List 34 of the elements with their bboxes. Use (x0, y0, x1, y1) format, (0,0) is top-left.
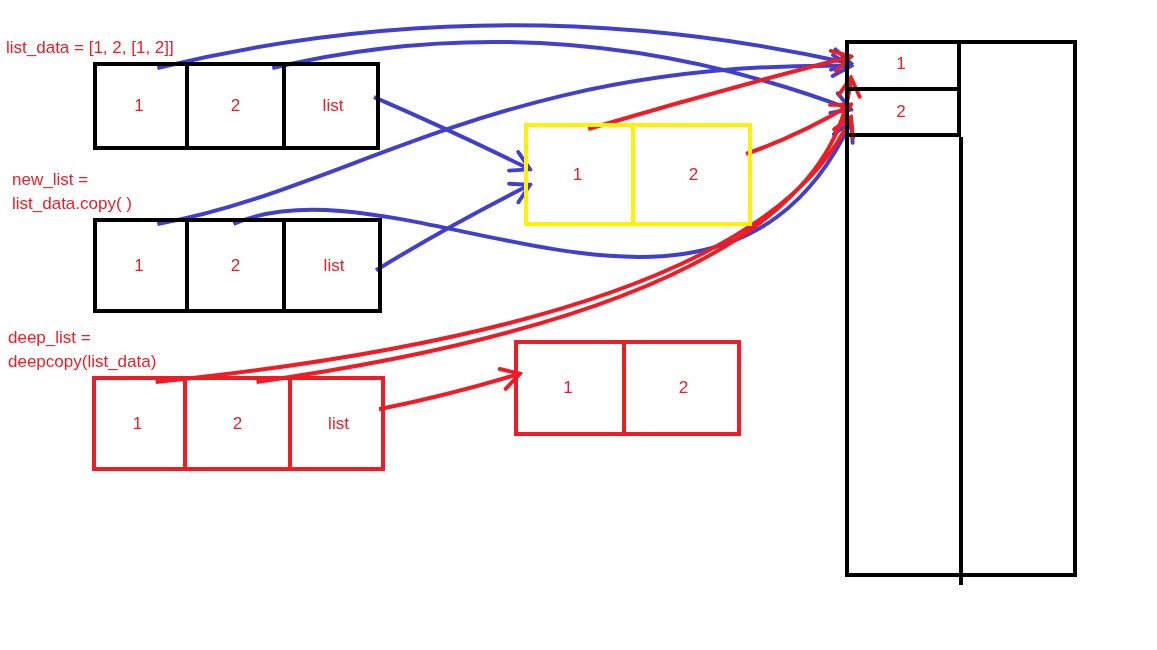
list-box (92, 376, 385, 471)
list-box (514, 340, 741, 436)
arrow (155, 115, 853, 384)
cell-value: 2 (230, 96, 241, 116)
cell-value: 2 (896, 102, 906, 122)
arrow (587, 48, 853, 131)
cell-value: 2 (688, 164, 699, 185)
arrow (378, 366, 522, 412)
list-box (93, 62, 380, 150)
arrow (271, 40, 853, 116)
arrow (374, 181, 532, 272)
cell-value: 1 (896, 53, 906, 74)
cell-value: 1 (132, 413, 143, 434)
cell-value: 2 (230, 255, 241, 276)
list-box (524, 123, 752, 226)
cell-value: 1 (572, 164, 583, 185)
cell-value: list (322, 96, 344, 116)
cell-value: 1 (134, 255, 144, 276)
code-label: list_data = [1, 2, [1, 2]] (6, 37, 175, 59)
cell-value: 1 (134, 96, 144, 116)
arrow (156, 23, 853, 72)
list-box (93, 218, 382, 313)
code-label: new_list = list_data.copy( ) (12, 169, 133, 215)
cell-value: 2 (678, 378, 689, 398)
cell-value: 2 (232, 413, 243, 434)
arrow (156, 53, 853, 226)
code-label: deep_list = deepcopy(list_data) (8, 327, 158, 373)
arrow (373, 95, 532, 173)
list-box (845, 40, 1077, 577)
cell-value: 1 (563, 378, 573, 398)
arrow (256, 75, 860, 384)
cell-value: list (323, 255, 345, 276)
cell-value: list (328, 413, 349, 434)
arrow (745, 102, 853, 156)
